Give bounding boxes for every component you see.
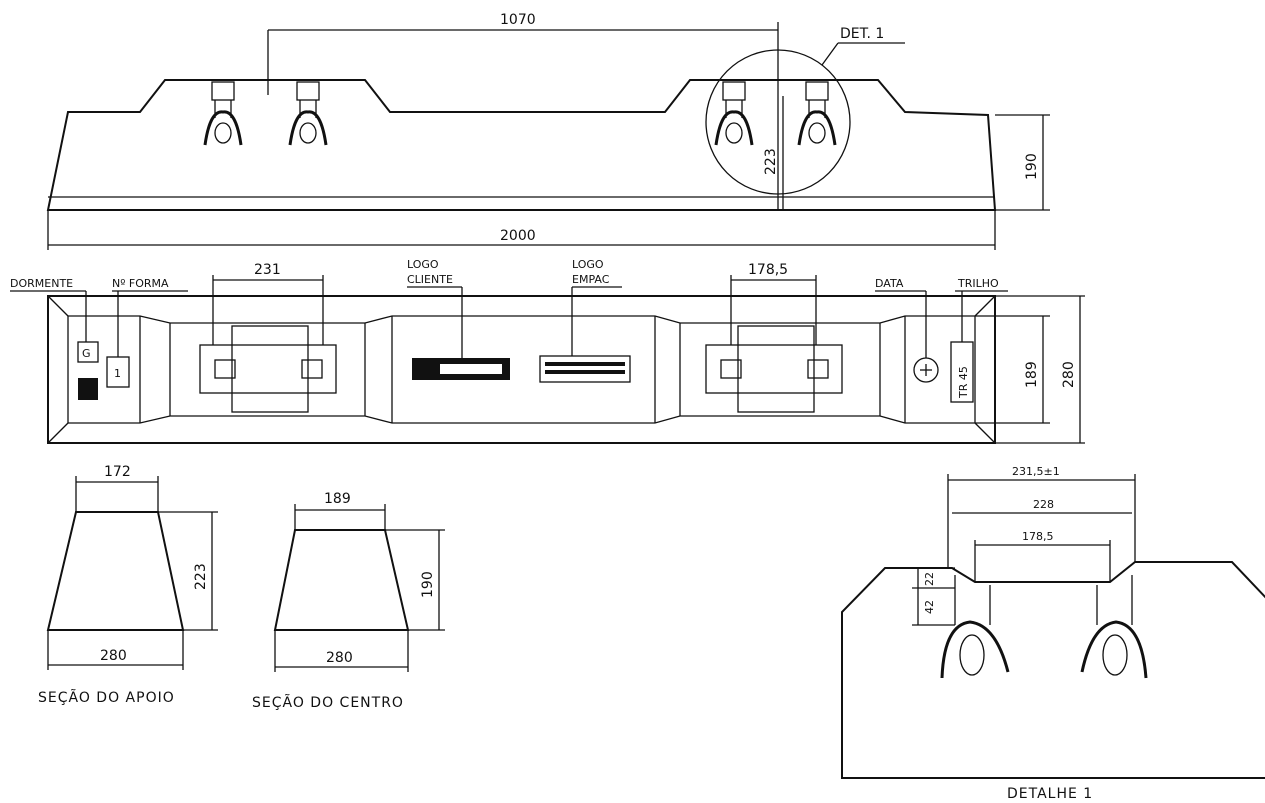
section-support: 172 223 280 SEÇÃO DO APOIO <box>38 464 218 706</box>
label-logo-cliente-2: CLIENTE <box>407 273 453 286</box>
dim-231: 231 <box>254 262 281 278</box>
chamfer-bl <box>47 422 69 444</box>
dim-172: 172 <box>104 464 131 480</box>
logo-cliente-band <box>440 364 502 374</box>
label-forma: Nº FORMA <box>112 277 169 290</box>
section-center-outline <box>273 529 410 631</box>
dim-189-plan: 189 <box>1024 361 1040 388</box>
date-stamp <box>913 357 939 383</box>
dim-190-elev: 190 <box>1024 153 1040 180</box>
plan-view: G 1 TR 45 DORMENTE Nº FORMA <box>10 258 1085 444</box>
label-data: DATA <box>875 277 904 290</box>
detail-leader <box>821 42 839 66</box>
label-logo-empac-1: LOGO <box>572 258 604 271</box>
fastening-right-outer <box>797 81 837 146</box>
dormente-marks: G <box>77 341 99 400</box>
label-logo-empac-2: EMPAC <box>572 273 610 286</box>
caption-section-support: SEÇÃO DO APOIO <box>38 689 175 706</box>
dim-223-elev: 223 <box>763 148 779 175</box>
form-number: 1 <box>114 367 121 380</box>
dim-178-5: 178,5 <box>748 262 788 278</box>
rail-type: TR 45 <box>957 366 970 399</box>
detail-fastening-left <box>940 575 1010 679</box>
chamfer-tr <box>974 295 996 317</box>
dim-231-5: 231,5±1 <box>1012 465 1060 478</box>
rail-type-box: TR 45 <box>950 341 974 403</box>
rail-seat-right <box>705 325 843 413</box>
dim-22: 22 <box>923 572 936 586</box>
dim-280-sec-support: 280 <box>100 648 127 664</box>
dim-1070: 1070 <box>500 12 536 28</box>
label-dormente: DORMENTE <box>10 277 73 290</box>
caption-detail-1: DETALHE 1 <box>1007 786 1093 802</box>
sleeper-elevation-outline <box>46 79 997 211</box>
chamfer-br <box>974 422 996 444</box>
rail-seat-left <box>199 325 337 413</box>
dim-190-sec: 190 <box>420 571 436 598</box>
mark-g: G <box>82 347 91 360</box>
form-number-box: 1 <box>106 356 130 388</box>
detail-1: 231,5±1 228 178,5 22 42 DETALHE 1 <box>841 465 1265 802</box>
dim-228: 228 <box>1033 498 1054 511</box>
dim-280-plan: 280 <box>1061 361 1077 388</box>
section-center: 189 190 280 SEÇÃO DO CENTRO <box>252 491 445 711</box>
dim-189-sec: 189 <box>324 491 351 507</box>
fastening-right-inner <box>714 81 754 146</box>
dim-2000: 2000 <box>500 228 536 244</box>
dim-223-sec: 223 <box>193 563 209 590</box>
dim-42: 42 <box>923 600 936 614</box>
plan-top-surface <box>67 315 976 424</box>
detail-fastening-right <box>1080 575 1148 679</box>
detail-outline <box>841 561 1265 779</box>
mark-filled <box>78 378 98 400</box>
logo-cliente <box>412 358 510 380</box>
fastening-left-outer <box>203 81 243 146</box>
caption-section-center: SEÇÃO DO CENTRO <box>252 694 404 711</box>
elevation-view: DET. 1 1070 223 190 2000 <box>46 12 1050 250</box>
detail-callout: DET. 1 <box>840 26 884 42</box>
dim-280-sec-center: 280 <box>326 650 353 666</box>
label-trilho: TRILHO <box>957 277 999 290</box>
dim-178-5-detail: 178,5 <box>1022 530 1054 543</box>
label-logo-cliente-1: LOGO <box>407 258 439 271</box>
section-support-outline <box>46 511 185 631</box>
fastening-left-inner <box>288 81 328 146</box>
chamfer-tl <box>47 295 69 317</box>
logo-empac <box>539 355 631 383</box>
plan-outer-outline <box>47 295 996 444</box>
